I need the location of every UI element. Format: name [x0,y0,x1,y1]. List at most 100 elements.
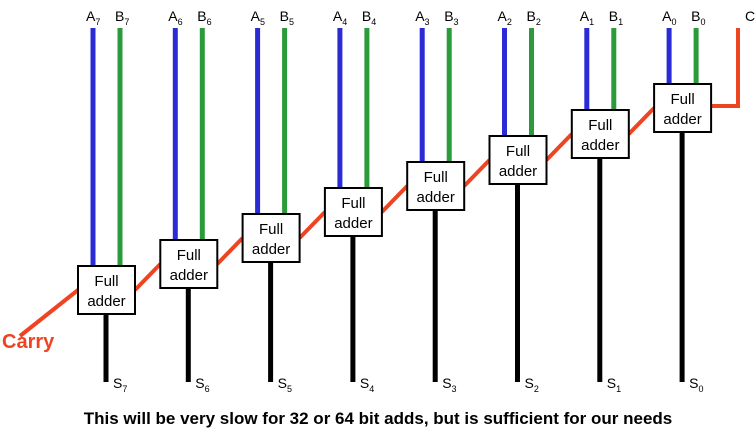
a-label-5: A5 [251,8,265,27]
s-label-1: S1 [607,375,621,394]
full-adder-label-line1-2: Full [506,143,530,160]
full-adder-box-0 [653,83,713,133]
carry-wire-1 [627,106,656,136]
a-label-3-index: 3 [425,17,430,27]
full-adder-label-line2-0: adder [663,111,701,128]
full-adder-label-line2-6: adder [170,267,208,284]
b-label-3-index: 3 [454,17,459,27]
a-label-6-letter: A [168,8,178,24]
full-adder-label-line2-1: adder [581,137,619,154]
b-label-7-letter: B [115,8,124,24]
a-label-4-letter: A [333,8,343,24]
carry-wire-7 [133,262,162,292]
a-label-7: A7 [86,8,100,27]
b-label-6-letter: B [197,8,206,24]
s-label-1-index: 1 [616,384,621,394]
carry-out-label: C [745,8,755,24]
b-label-6-index: 6 [207,17,212,27]
full-adder-label-line1-3: Full [424,169,448,186]
b-label-3-letter: B [444,8,453,24]
carry-wire-2 [545,132,574,162]
carry-wire-6 [215,236,245,266]
full-adder-label-line1-1: Full [588,117,612,134]
carry-wire-3 [462,158,491,188]
a-label-4: A4 [333,8,347,27]
s-label-4-letter: S [360,375,369,391]
s-label-6-letter: S [195,375,204,391]
s-label-4-index: 4 [369,384,374,394]
s-label-6: S6 [195,375,209,394]
s-label-2-index: 2 [534,384,539,394]
b-label-6: B6 [197,8,211,27]
carry-in-wire [18,288,80,338]
a-label-0-letter: A [662,8,672,24]
full-adder-label-line2-7: adder [87,293,125,310]
a-label-6: A6 [168,8,182,27]
caption: This will be very slow for 32 or 64 bit … [84,409,673,428]
s-label-6-index: 6 [205,384,210,394]
full-adder-label-line2-3: adder [417,189,455,206]
a-label-6-index: 6 [178,17,183,27]
full-adder-box-3 [406,161,466,211]
carry-wire-5 [298,210,327,240]
s-label-3-index: 3 [452,384,457,394]
full-adder-box-4 [323,187,383,237]
s-label-2: S2 [525,375,539,394]
a-label-3-letter: A [415,8,425,24]
full-adder-label-line2-2: adder [499,163,537,180]
wire-layer [18,28,740,382]
a-label-0-index: 0 [671,17,676,27]
a-label-2: A2 [498,8,512,27]
b-label-0-letter: B [691,8,700,24]
b-label-2-index: 2 [536,17,541,27]
s-label-5: S5 [278,375,292,394]
a-label-2-letter: A [498,8,508,24]
b-label-0-index: 0 [700,17,705,27]
b-label-4-index: 4 [371,17,376,27]
s-label-2-letter: S [525,375,534,391]
s-label-0-index: 0 [698,384,703,394]
b-label-7-index: 7 [124,17,129,27]
b-label-4: B4 [362,8,376,27]
full-adder-label-line1-5: Full [259,221,283,238]
full-adder-box-2 [488,135,548,185]
b-label-5: B5 [280,8,294,27]
full-adder-box-1 [570,109,630,159]
s-label-0: S0 [689,375,703,394]
carry-wire-4 [380,184,409,214]
a-label-2-index: 2 [507,17,512,27]
b-label-3: B3 [444,8,458,27]
s-label-0-letter: S [689,375,698,391]
full-adder-label-line2-4: adder [334,215,372,232]
b-label-2: B2 [527,8,541,27]
b-label-5-letter: B [280,8,289,24]
full-adder-box-5 [241,213,301,263]
b-label-4-letter: B [362,8,371,24]
a-label-1: A1 [580,8,594,27]
s-label-7-index: 7 [122,384,127,394]
b-label-0: B0 [691,8,705,27]
s-label-4: S4 [360,375,374,394]
b-label-1-letter: B [609,8,618,24]
s-label-3-letter: S [442,375,451,391]
a-label-5-index: 5 [260,17,265,27]
a-label-1-index: 1 [589,17,594,27]
full-adder-label-line1-0: Full [671,91,695,108]
a-label-0: A0 [662,8,676,27]
b-label-5-index: 5 [289,17,294,27]
a-label-7-letter: A [86,8,96,24]
full-adder-box-6 [159,239,219,289]
full-adder-label-line1-6: Full [177,247,201,264]
s-label-3: S3 [442,375,456,394]
b-label-7: B7 [115,8,129,27]
s-label-7-letter: S [113,375,122,391]
b-label-1-index: 1 [618,17,623,27]
carry-in-label: Carry [2,331,55,353]
full-adder-label-line2-5: adder [252,241,290,258]
s-label-5-index: 5 [287,384,292,394]
full-adder-label-line1-7: Full [94,273,118,290]
a-label-5-letter: A [251,8,261,24]
